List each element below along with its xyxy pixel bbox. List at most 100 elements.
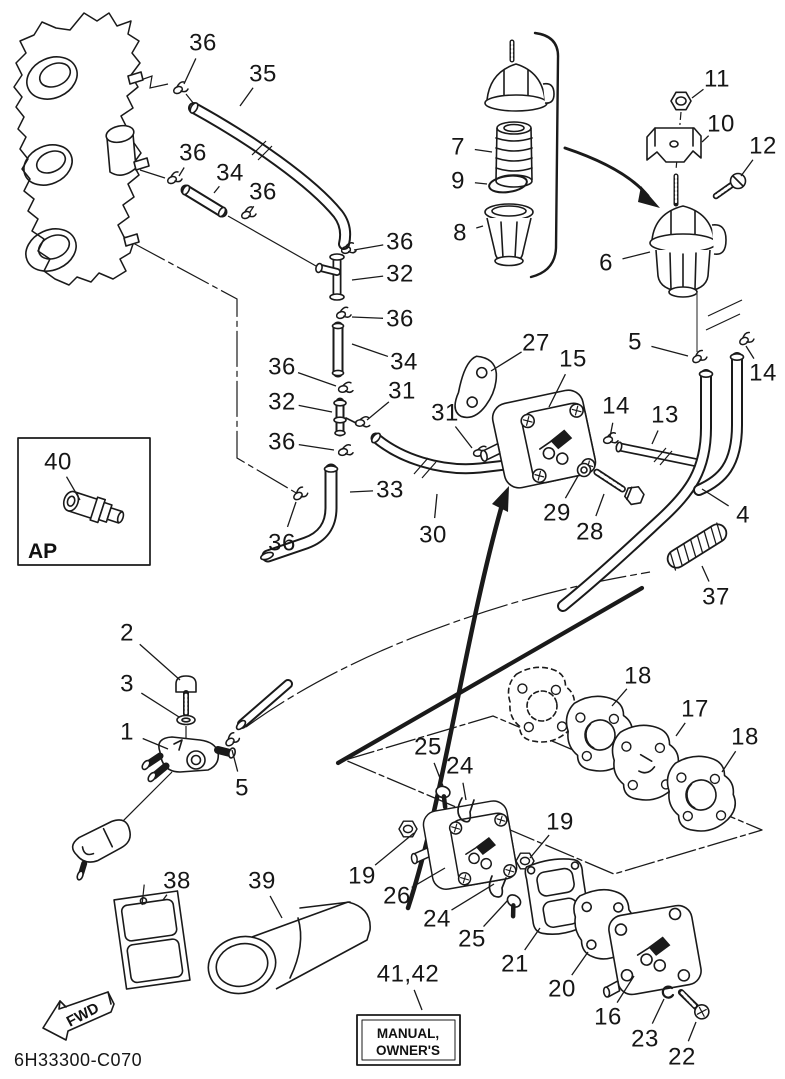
screw-2 <box>175 675 197 717</box>
ap-box-label: AP <box>28 540 57 563</box>
leader-line-4 <box>701 488 729 507</box>
fitting-40 <box>62 490 125 524</box>
leader-line-36 <box>286 501 297 528</box>
elbow-hose-33 <box>260 463 339 563</box>
callout-13: 13 <box>651 402 679 429</box>
hose-14 <box>693 352 745 496</box>
duct-39 <box>207 901 371 995</box>
callout-40: 40 <box>44 449 72 476</box>
callout-36: 36 <box>249 179 277 206</box>
screw-22 <box>677 989 710 1020</box>
manual-owners-box: MANUAL, OWNER'S <box>356 1014 461 1066</box>
washer-3 <box>176 714 196 726</box>
leader-line-8 <box>476 225 484 229</box>
tube-34-upper <box>180 184 228 218</box>
callout-25: 25 <box>458 926 486 953</box>
callout-32: 32 <box>386 261 414 288</box>
hose-35 <box>188 102 352 250</box>
t-fitting-32-upper <box>315 253 345 301</box>
callout-6: 6 <box>599 250 613 277</box>
callout-5: 5 <box>628 329 642 356</box>
callout-30: 30 <box>419 522 447 549</box>
callout-5: 5 <box>235 775 249 802</box>
callout-34: 34 <box>216 160 244 187</box>
callout-24: 24 <box>446 753 474 780</box>
callout-41,42: 41,42 <box>377 961 440 988</box>
screw-25-top <box>435 785 451 810</box>
leader-line-39 <box>269 895 283 919</box>
leader-line-24 <box>451 883 495 911</box>
leader-line-15 <box>548 373 566 408</box>
callout-36: 36 <box>268 530 296 557</box>
leader-line-32 <box>351 275 384 281</box>
gasket-18-left <box>561 690 639 776</box>
leader-line-23 <box>651 998 665 1024</box>
leader-line-18 <box>611 688 628 707</box>
callout-26: 26 <box>383 883 411 910</box>
callout-17: 17 <box>681 696 709 723</box>
callout-8: 8 <box>453 220 467 247</box>
leader-line-36 <box>353 244 384 251</box>
gasket-stack-upper <box>503 661 740 836</box>
leader-line-35 <box>239 87 254 107</box>
leader-line-9 <box>474 182 488 185</box>
washer-23 <box>661 985 675 999</box>
callout-layer: 3635363436363236343631323633303627153129… <box>44 30 776 1071</box>
callout-3: 3 <box>120 671 134 698</box>
fuel-route-line <box>245 571 651 728</box>
filter-cup-8 <box>484 203 534 267</box>
clip-24-top <box>457 797 475 823</box>
callout-21: 21 <box>501 951 529 978</box>
bracket-27 <box>454 355 498 419</box>
nut-11 <box>670 91 692 111</box>
leader-line-24 <box>462 782 467 801</box>
leader-line-36 <box>249 205 255 213</box>
assembly-arrow <box>405 486 509 911</box>
nut-19-left <box>398 820 418 838</box>
leader-line-36 <box>351 316 384 319</box>
pump-cover-16 <box>602 904 702 998</box>
callout-1: 1 <box>120 719 134 746</box>
gasket-18-right <box>662 750 740 836</box>
callout-20: 20 <box>548 976 576 1003</box>
filter-6 <box>649 173 727 298</box>
callout-19: 19 <box>348 863 376 890</box>
transfer-line <box>335 585 645 766</box>
callout-9: 9 <box>451 168 465 195</box>
leader-line-22 <box>687 1021 697 1042</box>
filter-assembly-6 <box>646 91 747 352</box>
leader-line-28 <box>595 493 605 517</box>
callout-37: 37 <box>702 584 730 611</box>
callout-36: 36 <box>386 306 414 333</box>
callout-31: 31 <box>431 400 459 427</box>
fuel-pump-15 <box>471 387 597 494</box>
callout-10: 10 <box>707 111 735 138</box>
install-arrow <box>563 146 660 208</box>
leader-line-38 <box>162 894 168 901</box>
leader-line-13 <box>651 430 659 445</box>
leader-line-25 <box>483 899 509 927</box>
screw-25-bottom <box>506 894 522 919</box>
leader-line-41,42 <box>413 989 423 1011</box>
leader-line-36 <box>183 58 197 85</box>
spring-37 <box>666 522 728 571</box>
callout-16: 16 <box>594 1004 622 1031</box>
manual-box-line2: OWNER'S <box>376 1043 440 1058</box>
callout-39: 39 <box>248 868 276 895</box>
callout-27: 27 <box>522 330 550 357</box>
callout-4: 4 <box>736 502 750 529</box>
callout-11: 11 <box>704 66 730 93</box>
callout-36: 36 <box>189 30 217 57</box>
leader-line-34 <box>213 185 220 194</box>
callout-25: 25 <box>414 734 442 761</box>
hose-4 <box>557 369 714 612</box>
callout-14: 14 <box>602 393 630 420</box>
callout-36: 36 <box>386 229 414 256</box>
fitting-32-lower <box>333 397 357 437</box>
leader-line-31 <box>366 401 390 421</box>
bolt-28 <box>593 468 645 506</box>
leader-line-36 <box>178 167 185 177</box>
o-ring-9 <box>488 174 528 194</box>
leader-line-32 <box>298 404 333 413</box>
